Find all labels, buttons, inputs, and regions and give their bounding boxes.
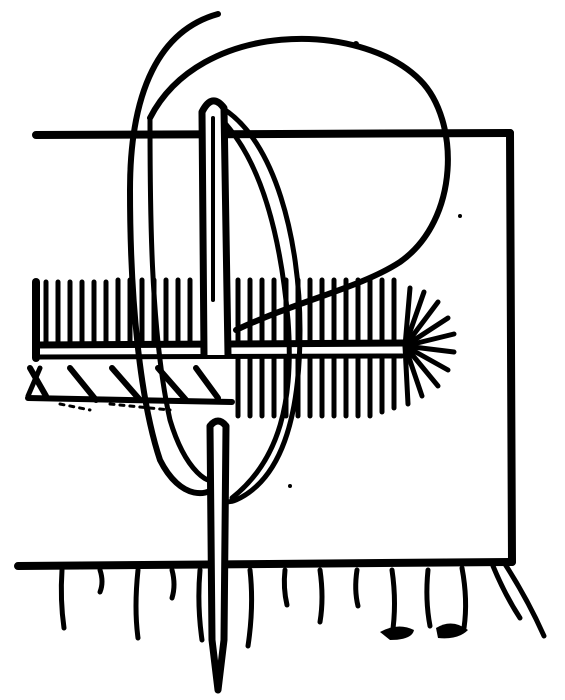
radiating-stitches <box>405 288 454 404</box>
needle-shaft <box>210 421 226 690</box>
hatched-band <box>28 368 232 410</box>
stitches-below <box>238 358 394 416</box>
fabric-top-edge <box>36 133 510 135</box>
thread <box>130 14 448 502</box>
fabric-bottom-edge <box>18 562 512 566</box>
fabric-fringe <box>61 564 544 646</box>
fabric-right-edge <box>510 133 512 562</box>
